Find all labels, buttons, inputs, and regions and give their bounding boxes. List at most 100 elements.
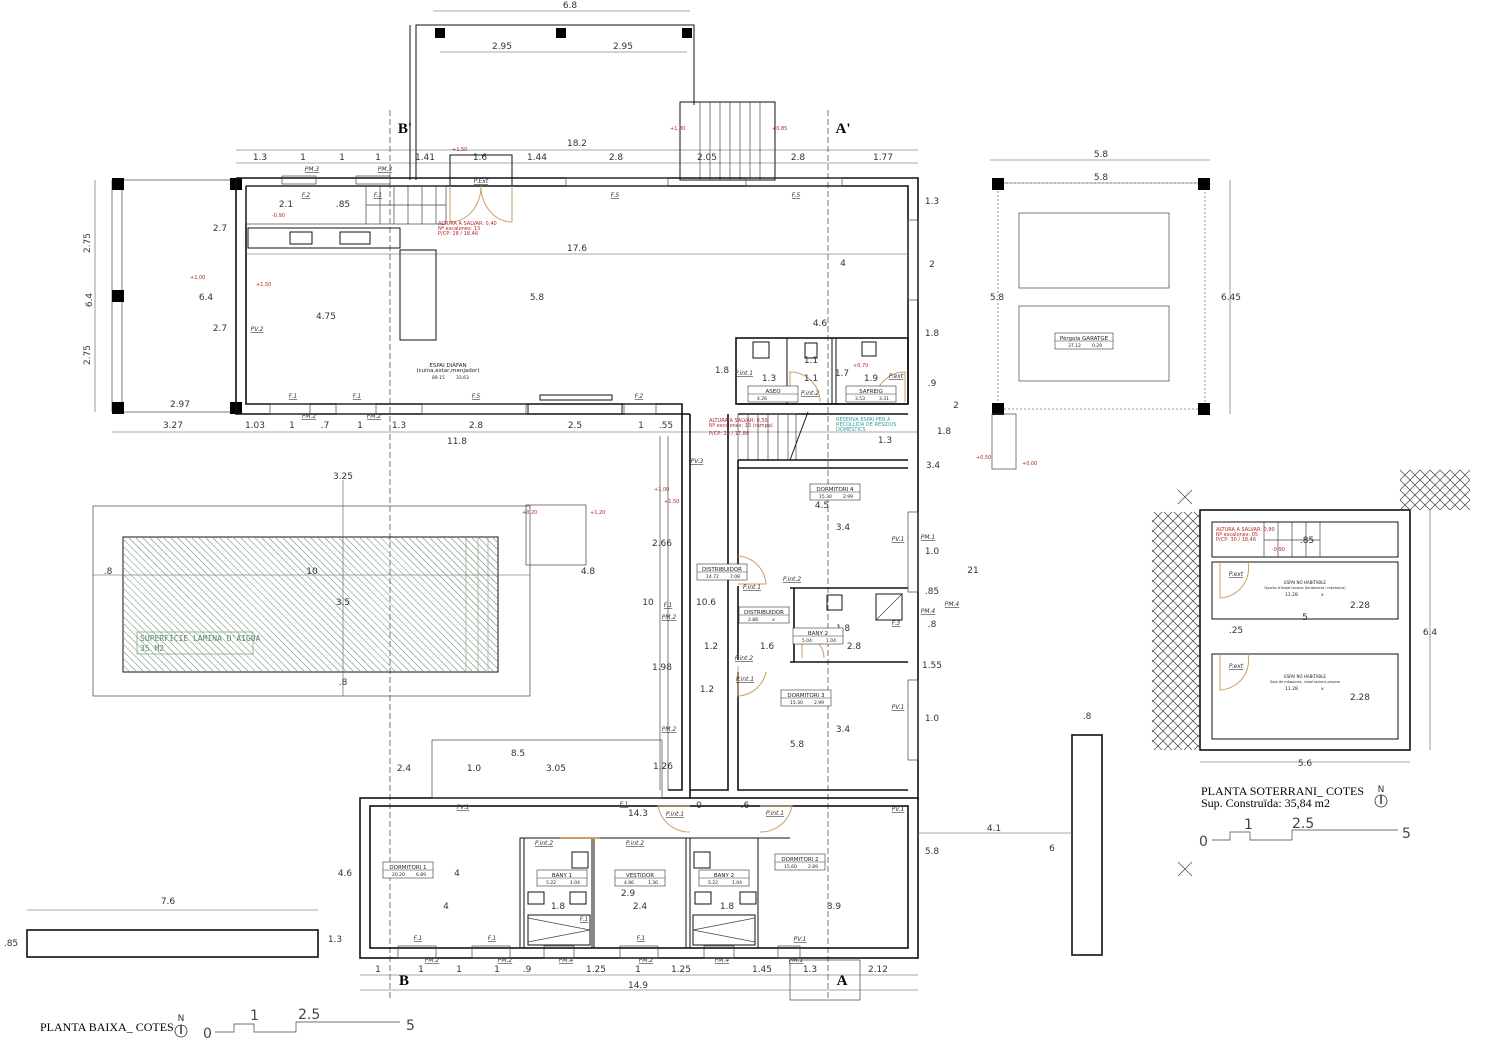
element-tag: PM.2 (662, 614, 677, 621)
element-tag: P.int.2 (801, 390, 819, 397)
section-marker-b: B (399, 973, 409, 989)
dimension-label: 5.8 (990, 293, 1005, 303)
room-area: 2.88 (748, 617, 758, 623)
element-tag: PV.1 (794, 936, 807, 943)
element-tag: F.5 (611, 192, 620, 199)
element-tag: PV.2 (251, 326, 264, 333)
dimension-label: 6.8 (563, 1, 578, 11)
svg-text:1: 1 (250, 1008, 259, 1024)
dimension-label: 2.97 (170, 400, 190, 410)
pillar (435, 28, 445, 38)
room-name: Pèrgola GARATGE (1060, 335, 1109, 342)
room-area: 5.22 (546, 880, 556, 886)
element-tag: PM.1 (789, 957, 804, 964)
dimension-label: 5.8 (1094, 173, 1109, 183)
dimension-label: 1.26 (653, 762, 673, 772)
dimension-label: 10 (642, 598, 654, 608)
dimension-label: 2.75 (83, 345, 93, 365)
dimension-label: 5.8 (1094, 150, 1109, 160)
dimension-label: 1.0 (925, 547, 940, 557)
level-mark: +0,00 (1022, 461, 1037, 467)
dimension-label: 1.77 (873, 153, 893, 163)
element-tag: PM.2 (498, 957, 513, 964)
dimension-label: .25 (1229, 626, 1243, 636)
element-tag: PM.4 (559, 957, 574, 964)
stair-note: Nº escalones: 13 (438, 226, 480, 232)
room-name: SAFREIG (859, 389, 883, 395)
dimension-label: 1 (375, 965, 381, 975)
element-tag: F.2 (635, 393, 644, 400)
room-value: 33.63 (456, 375, 469, 381)
dimension-label: 3.4 (836, 523, 851, 533)
dimension-label: 3.27 (163, 421, 183, 431)
room-value: 0.29 (1092, 343, 1102, 349)
basement-title: PLANTA SOTERRANI_ COTES (1201, 784, 1364, 798)
svg-text:0: 0 (1199, 834, 1208, 850)
scale-bar: 0 1 2.5 5 (1199, 816, 1411, 850)
level-mark: +1,00 (654, 487, 669, 493)
reserve-note: RECOLLIDA DE RESIDUS (836, 422, 896, 428)
pool-area: 35 M2 (140, 644, 164, 653)
dimension-label: 2.66 (652, 539, 672, 549)
stair-note: Nº escalones: 13 (rampa) (709, 423, 773, 429)
dimension-label: 2.1 (279, 200, 293, 210)
dimension-label: 1.2 (704, 642, 718, 652)
section-marker-b-prime: B' (398, 121, 412, 137)
stair-note: ALTURA A SALVAR: 0,40 (438, 221, 497, 227)
element-tag: F.1 (289, 393, 297, 400)
dimension-label: .8 (1083, 712, 1092, 722)
element-tag: F.5 (472, 393, 481, 400)
dimension-label: 1.3 (328, 935, 342, 945)
room-area: 89.15 (432, 375, 445, 381)
dimension-label: .85 (336, 200, 350, 210)
dimension-label: .8 (339, 678, 348, 688)
element-tag: F.1 (353, 393, 361, 400)
room-subtitle: Quarto d'instal·lacions (fontaneria i me… (1264, 586, 1346, 590)
room-area: 11.28 (1285, 592, 1298, 598)
element-tag: P.int.2 (783, 576, 801, 583)
dimension-label: 1.98 (652, 663, 672, 673)
top-pergola (409, 10, 776, 181)
dimension-label: 1 (375, 153, 381, 163)
element-tag: PM.4 (715, 957, 730, 964)
room-area: 14.72 (706, 574, 719, 580)
room-name: DORMITORI 4 (816, 487, 854, 493)
swimming-pool (92, 480, 587, 697)
element-tag: P.int.1 (743, 584, 761, 591)
element-tag: P.int.2 (535, 840, 553, 847)
dimension-label: 3.05 (546, 764, 566, 774)
dimension-label: 1 (638, 421, 644, 431)
building-walls (235, 154, 919, 1001)
dimension-label: 4 (443, 902, 449, 912)
element-tag: P.Ext (474, 178, 489, 185)
dimension-label: 1.3 (925, 197, 939, 207)
dimension-label: 18.2 (567, 139, 587, 149)
element-tag: P.int.1 (766, 810, 784, 817)
dimension-label: 1 (635, 965, 641, 975)
dimension-label: 3.9 (827, 902, 842, 912)
room-name: DORMITORI 3 (787, 693, 825, 699)
dimension-label: 6.45 (1221, 293, 1241, 303)
room-name: ESPAI NO HABITABLE (1284, 674, 1326, 679)
dimension-label: 1.41 (415, 153, 435, 163)
dimension-label: 1 (494, 965, 500, 975)
dimension-label: 6 (1049, 844, 1055, 854)
room-value: 1.04 (732, 880, 742, 886)
dimension-label: .9 (523, 965, 532, 975)
dimension-label: 1 (289, 421, 295, 431)
dimension-label: 2.75 (83, 233, 93, 253)
dimension-label: 2.12 (868, 965, 888, 975)
room-area: 37.12 (1068, 343, 1081, 349)
dimension-label: 1.8 (937, 427, 952, 437)
dimension-label: 1.44 (527, 153, 547, 163)
room-area: 5.04 (802, 638, 812, 644)
dimension-label: 4.6 (813, 319, 828, 329)
